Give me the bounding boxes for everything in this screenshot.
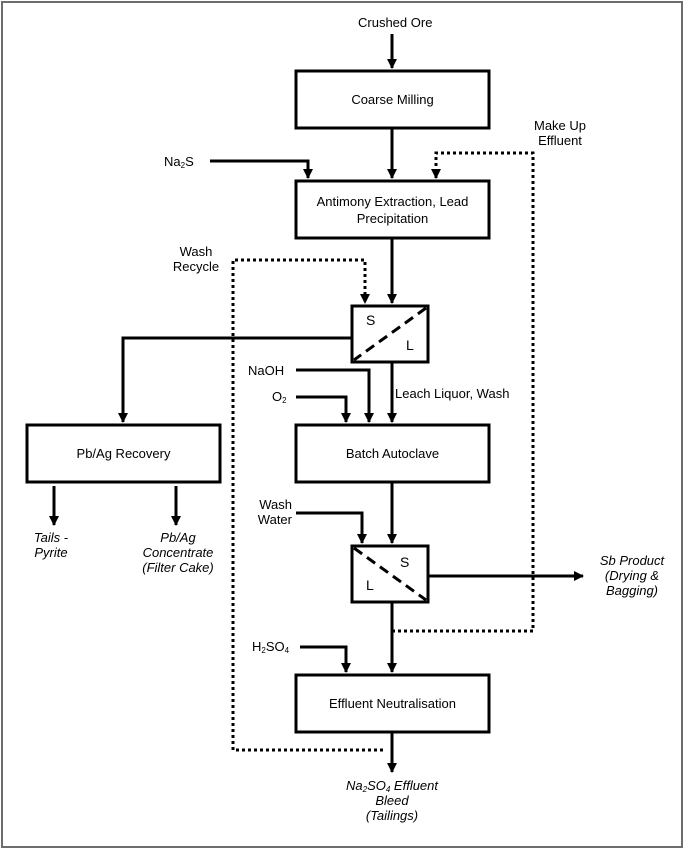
effluent-bleed-label: Na2SO4 Effluent Bleed (Tailings) bbox=[345, 778, 439, 823]
antimony-extraction-label: Antimony Extraction, Lead Precipitation bbox=[316, 193, 469, 226]
crushed-ore-label: Crushed Ore bbox=[358, 15, 433, 30]
separator-1-liquid-label: L bbox=[406, 337, 414, 353]
effluent-neutralisation-label: Effluent Neutralisation bbox=[329, 696, 456, 711]
separator-2-liquid-label: L bbox=[366, 577, 374, 593]
wash-recycle-label: Wash Recycle bbox=[172, 244, 220, 274]
leach-liquor-wash-label: Leach Liquor, Wash bbox=[395, 386, 510, 401]
arrow-separator1-to-pbag bbox=[118, 336, 352, 423]
batch-autoclave-box bbox=[294, 423, 491, 484]
effluent-neutralisation-box bbox=[294, 673, 491, 734]
coarse-milling-box bbox=[294, 69, 491, 130]
o2-label: O2 bbox=[272, 389, 287, 405]
pbag-recovery-box bbox=[25, 423, 222, 484]
antimony-extraction-box bbox=[294, 179, 491, 240]
separator-2-solid-label: S bbox=[400, 554, 410, 570]
separator-1-solid-label: S bbox=[366, 312, 376, 328]
coarse-milling-label: Coarse Milling bbox=[351, 92, 434, 107]
separator-1 bbox=[350, 304, 430, 364]
separator-2 bbox=[350, 544, 430, 604]
arrow-naoh-input bbox=[296, 368, 374, 423]
arrow-h2so4-input bbox=[300, 645, 351, 673]
sb-product-label: Sb Product (Drying & Bagging) bbox=[599, 553, 665, 598]
make-up-effluent-label: Make Up Effluent bbox=[533, 118, 587, 148]
wash-recycle-line bbox=[231, 258, 383, 752]
makeup-effluent-recycle-line bbox=[392, 151, 535, 633]
arrow-na2s-input bbox=[210, 159, 313, 179]
tails-pyrite-label: Tails - Pyrite bbox=[33, 530, 69, 560]
arrow-wash-water-input bbox=[296, 511, 367, 544]
naoh-label: NaOH bbox=[248, 363, 285, 378]
arrow-o2-input bbox=[296, 395, 351, 423]
pbag-concentrate-label: Pb/Ag Concentrate (Filter Cake) bbox=[142, 530, 214, 575]
batch-autoclave-label: Batch Autoclave bbox=[345, 446, 440, 461]
pbag-recovery-label: Pb/Ag Recovery bbox=[76, 446, 171, 461]
na2s-label: Na2S bbox=[164, 154, 194, 170]
h2so4-label: H2SO4 bbox=[252, 639, 290, 655]
wash-water-label: Wash Water bbox=[257, 497, 292, 527]
